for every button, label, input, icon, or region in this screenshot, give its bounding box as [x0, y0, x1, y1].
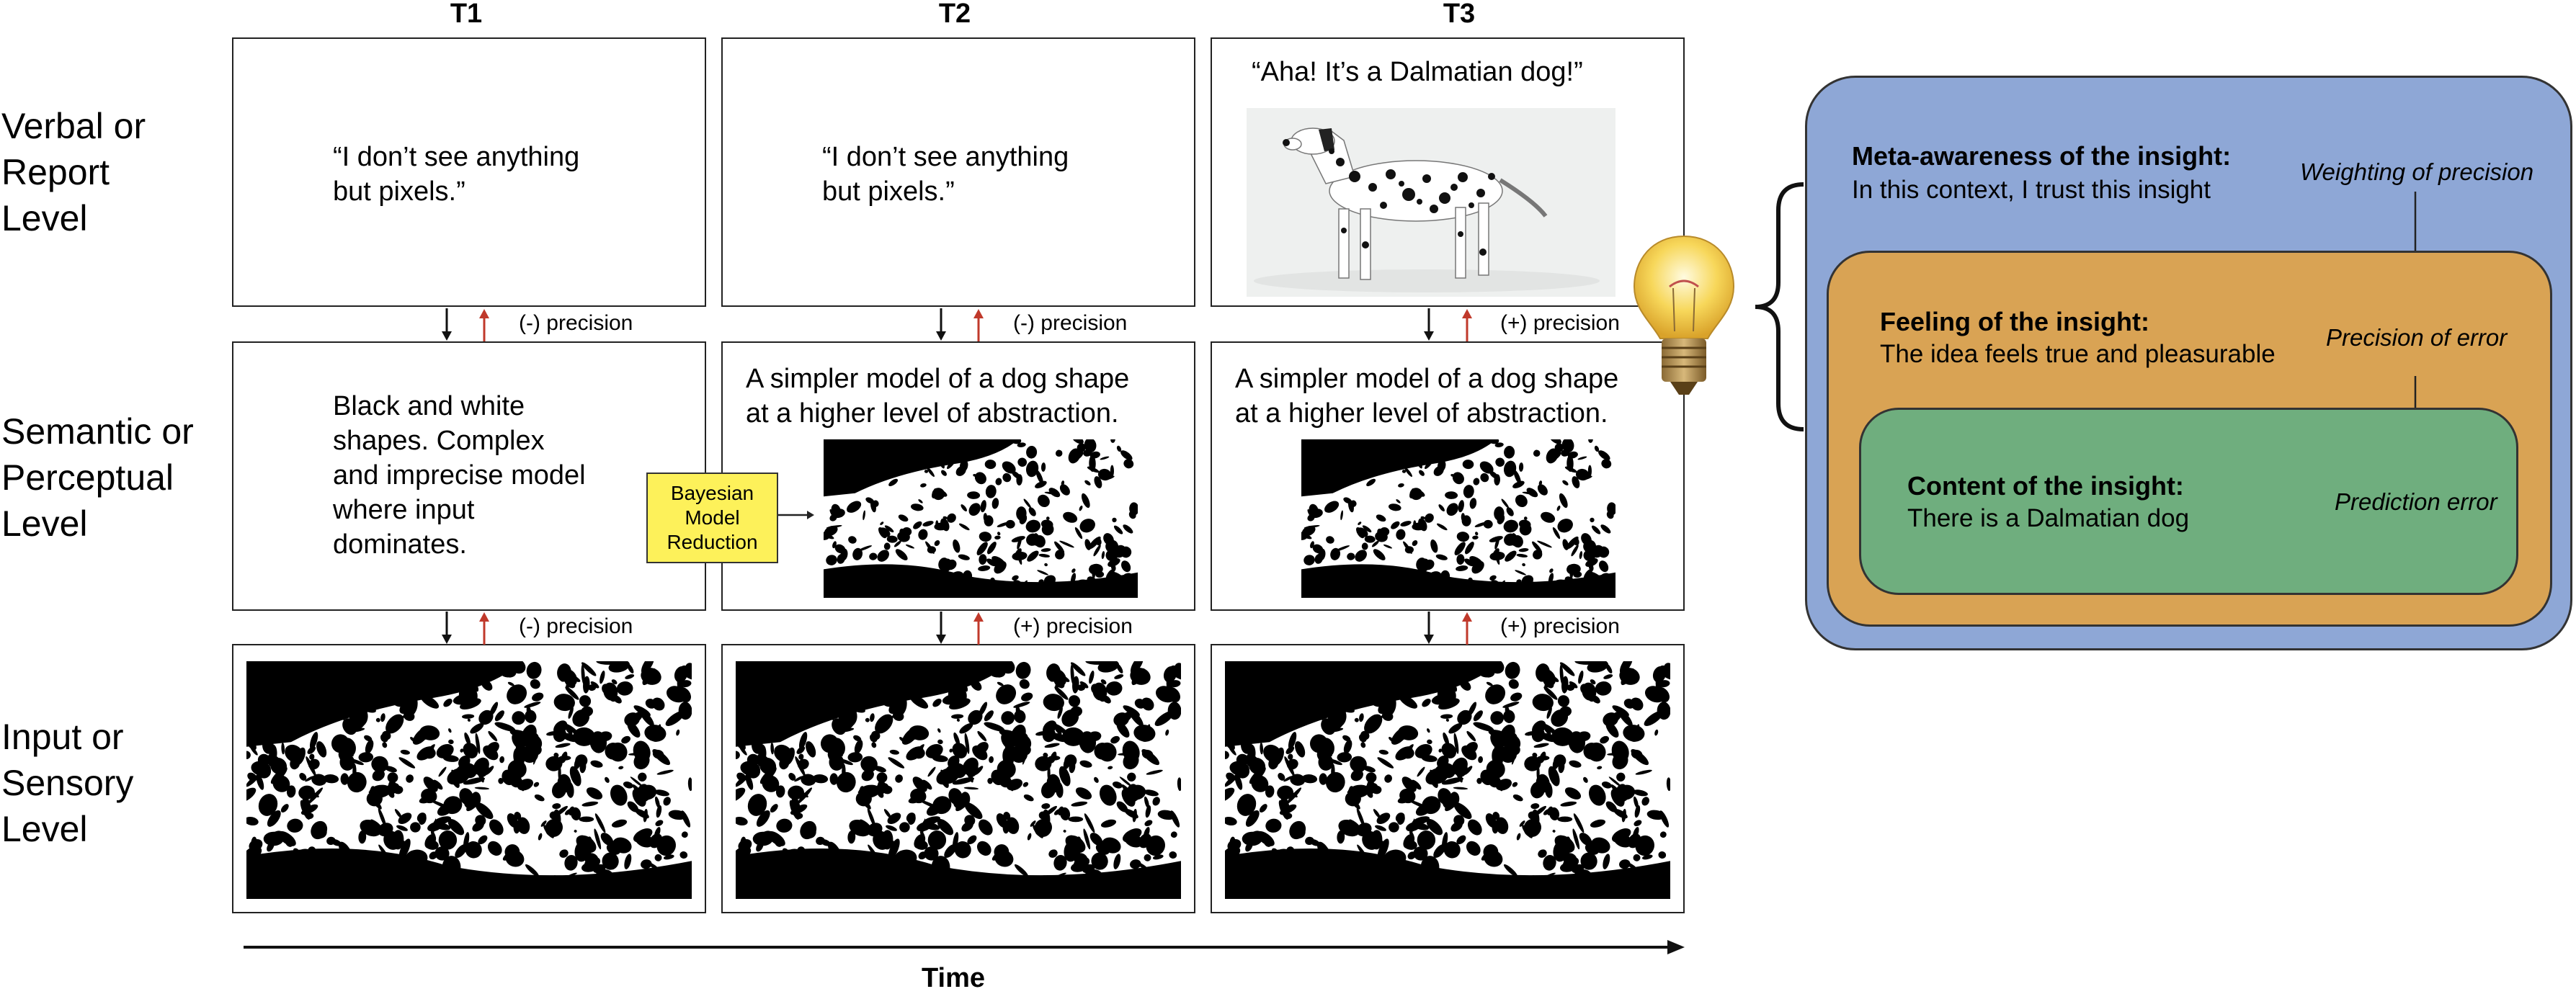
- panel-t1-input: [232, 644, 706, 913]
- up-arrow: [479, 309, 489, 341]
- down-arrow: [442, 308, 452, 341]
- meta-title: Meta-awareness of the insight:: [1852, 141, 2232, 171]
- dalmatian-illusion-image: [1301, 439, 1615, 598]
- dalmatian-illusion-image: [824, 439, 1138, 598]
- down-arrow: [936, 612, 946, 644]
- down-arrow: [1424, 308, 1434, 341]
- aha-quote: “Aha! It’s a Dalmatian dog!”: [1252, 57, 1583, 87]
- column-header-t2: T2: [938, 0, 971, 29]
- panel-t2-semantic: A simpler model of a dog shape at a high…: [721, 341, 1195, 611]
- column-header-t1: T1: [450, 0, 483, 29]
- panel-t1-semantic: Black and white shapes. Complex and impr…: [232, 341, 706, 611]
- column-header-t3: T3: [1443, 0, 1476, 29]
- down-arrow: [442, 612, 452, 644]
- precision-label: (-) precision: [519, 614, 633, 638]
- precision-label: (-) precision: [1013, 311, 1128, 335]
- content-text: There is a Dalmatian dog: [1907, 504, 2190, 532]
- content-side: Prediction error: [2335, 488, 2497, 515]
- curly-brace: [1755, 182, 1804, 431]
- meta-side: Weighting of precision: [2300, 158, 2534, 185]
- bayesian-model-reduction-box: Bayesian Model Reduction: [646, 473, 778, 563]
- dalmatian-illusion-image: [736, 661, 1181, 899]
- row-label-semantic: Semantic or Perceptual Level: [1, 411, 194, 544]
- dalmatian-illusion-image: [246, 661, 692, 899]
- panel-t3-verbal: “Aha! It’s a Dalmatian dog!”: [1211, 37, 1685, 307]
- down-arrow: [936, 308, 946, 341]
- content-box: [1859, 408, 2518, 595]
- precision-label: (+) precision: [1013, 614, 1133, 638]
- meta-text: In this context, I trust this insight: [1852, 176, 2211, 204]
- precision-label: (+) precision: [1500, 311, 1620, 335]
- time-arrow: [244, 940, 1685, 954]
- precision-label: (-) precision: [519, 311, 633, 335]
- dalmatian-photo: [1247, 108, 1615, 297]
- panel-t3-semantic: A simpler model of a dog shape at a high…: [1211, 341, 1685, 611]
- up-arrow: [1462, 309, 1472, 341]
- feeling-title: Feeling of the insight:: [1880, 307, 2149, 336]
- up-arrow: [479, 612, 489, 645]
- up-arrow: [973, 309, 984, 341]
- panel-t1-verbal: “I don’t see anything but pixels.”: [232, 37, 706, 307]
- time-label: Time: [922, 963, 986, 993]
- up-arrow: [973, 612, 984, 645]
- feeling-text: The idea feels true and pleasurable: [1880, 340, 2276, 368]
- row-label-verbal: Verbal or Report Level: [1, 106, 146, 238]
- panel-t3-input: [1211, 644, 1685, 913]
- content-title: Content of the insight:: [1907, 471, 2184, 501]
- dalmatian-illusion-image: [1225, 661, 1670, 899]
- panel-t2-input: [721, 644, 1195, 913]
- precision-label: (+) precision: [1500, 614, 1620, 638]
- panel-t2-verbal: “I don’t see anything but pixels.”: [721, 37, 1195, 307]
- feeling-side: Precision of error: [2326, 324, 2508, 351]
- row-label-input: Input or Sensory Level: [1, 717, 134, 849]
- bayesian-arrow: [778, 511, 814, 519]
- lightbulb-icon: [1633, 235, 1735, 395]
- down-arrow: [1424, 612, 1434, 644]
- up-arrow: [1462, 612, 1472, 645]
